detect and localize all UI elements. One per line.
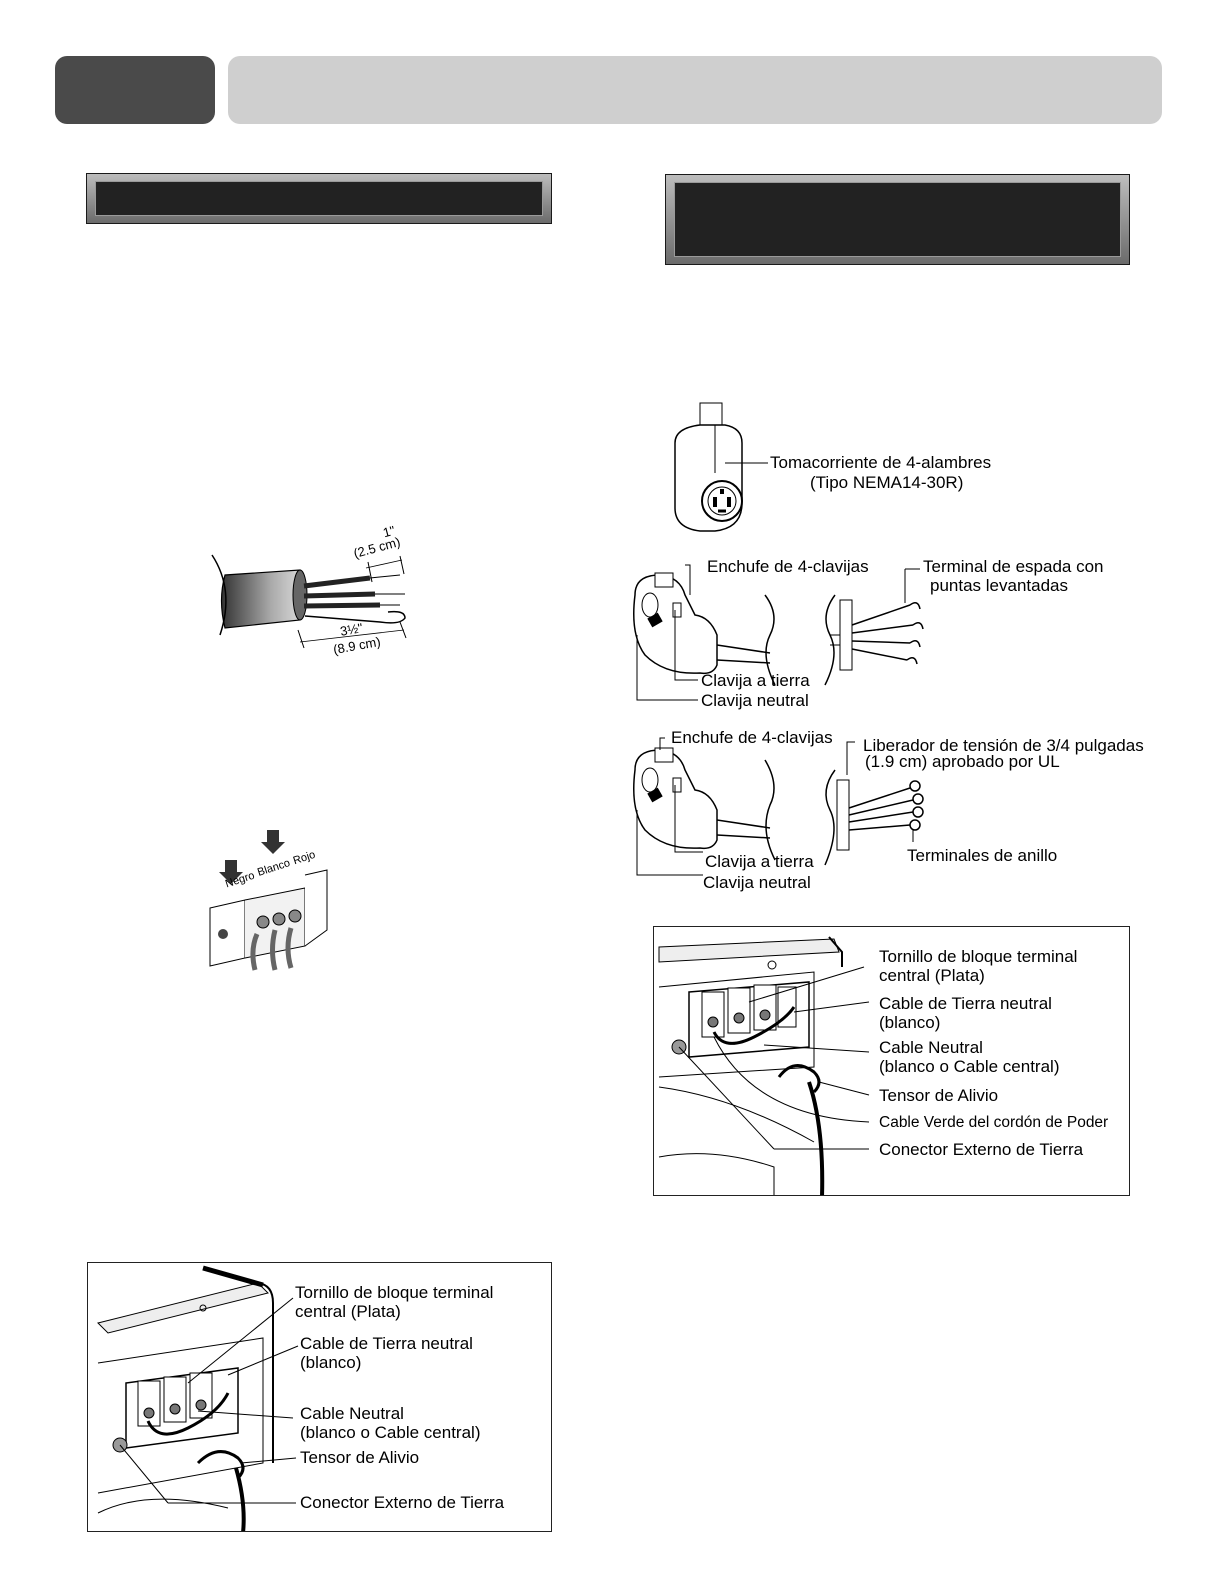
right-section-heading	[665, 174, 1130, 265]
four-wire-connection-figure: Tornillo de bloque terminal central (Pla…	[653, 926, 1130, 1196]
ring-ground-pin-label: Clavija a tierra	[705, 852, 814, 871]
three-neutral-label-1: Cable Neutral	[300, 1404, 404, 1423]
spade-neutral-pin-label: Clavija neutral	[701, 691, 809, 710]
plug-spade-illustration	[633, 564, 924, 701]
outlet-label-1: Tomacorriente de 4-alambres	[770, 453, 992, 472]
spade-terminal-label-1: Terminal de espada con	[923, 557, 1104, 576]
three-screw-label-2: central (Plata)	[295, 1302, 401, 1321]
ring-relief-label-2: (1.9 cm) aprobado por UL	[865, 752, 1060, 771]
four-ground-label-1: Cable de Tierra neutral	[879, 994, 1052, 1013]
section-tab	[55, 56, 215, 124]
four-neutral-label-2: (blanco o Cable central)	[879, 1057, 1060, 1076]
spade-terminal-label-2: puntas levantadas	[930, 576, 1068, 595]
four-ext-ground-label: Conector Externo de Tierra	[879, 1140, 1084, 1159]
four-ground-label-2: (blanco)	[879, 1013, 941, 1032]
spade-plug-label: Enchufe de 4-clavijas	[707, 557, 869, 576]
terminal-block-illustration	[209, 830, 328, 971]
three-wire-connection-figure: Tornillo de bloque terminal central (Pla…	[87, 1262, 552, 1532]
plug-ring-illustration	[633, 737, 924, 876]
four-screw-label-2: central (Plata)	[879, 966, 985, 985]
four-screw-label-1: Tornillo de bloque terminal	[879, 947, 1078, 966]
header-bar	[228, 56, 1162, 124]
three-ground-label-2: (blanco)	[300, 1353, 362, 1372]
plug-ring-diagram: Enchufe de 4-clavijas Liberador de tensi…	[625, 728, 1180, 895]
three-neutral-label-2: (blanco o Cable central)	[300, 1423, 481, 1442]
spade-ground-pin-label: Clavija a tierra	[701, 671, 810, 690]
dryer-back-4wire-illustration	[658, 936, 870, 1195]
dryer-back-illustration	[97, 1265, 299, 1531]
ring-relief-label-1: Liberador de tensión de 3/4 pulgadas	[863, 736, 1144, 755]
terminal-block-diagram: Negro Blanco Rojo	[205, 830, 345, 980]
four-neutral-label-1: Cable Neutral	[879, 1038, 983, 1057]
outlet-illustration	[674, 402, 768, 532]
ring-terminal-label: Terminales de anillo	[907, 846, 1058, 865]
four-strain-label: Tensor de Alivio	[879, 1086, 999, 1105]
left-section-heading	[86, 173, 552, 224]
wire-strip-diagram: 1" (2.5 cm) 3½" (8.9 cm)	[200, 523, 430, 670]
three-ext-ground-label: Conector Externo de Tierra	[300, 1493, 505, 1512]
plug-spade-diagram: Enchufe de 4-clavijas Terminal de espada…	[625, 555, 1145, 715]
three-ground-label-1: Cable de Tierra neutral	[300, 1334, 473, 1353]
three-screw-label-1: Tornillo de bloque terminal	[295, 1283, 494, 1302]
ring-neutral-pin-label: Clavija neutral	[703, 873, 811, 892]
four-green-label: Cable Verde del cordón de Poder	[879, 1114, 1109, 1131]
cable-illustration	[211, 554, 407, 649]
outlet-label-2: (Tipo NEMA14-30R)	[810, 473, 964, 492]
three-strain-label: Tensor de Alivio	[300, 1448, 420, 1467]
ring-plug-label: Enchufe de 4-clavijas	[671, 728, 833, 747]
outlet-diagram: Tomacorriente de 4-alambres (Tipo NEMA14…	[670, 402, 1040, 538]
